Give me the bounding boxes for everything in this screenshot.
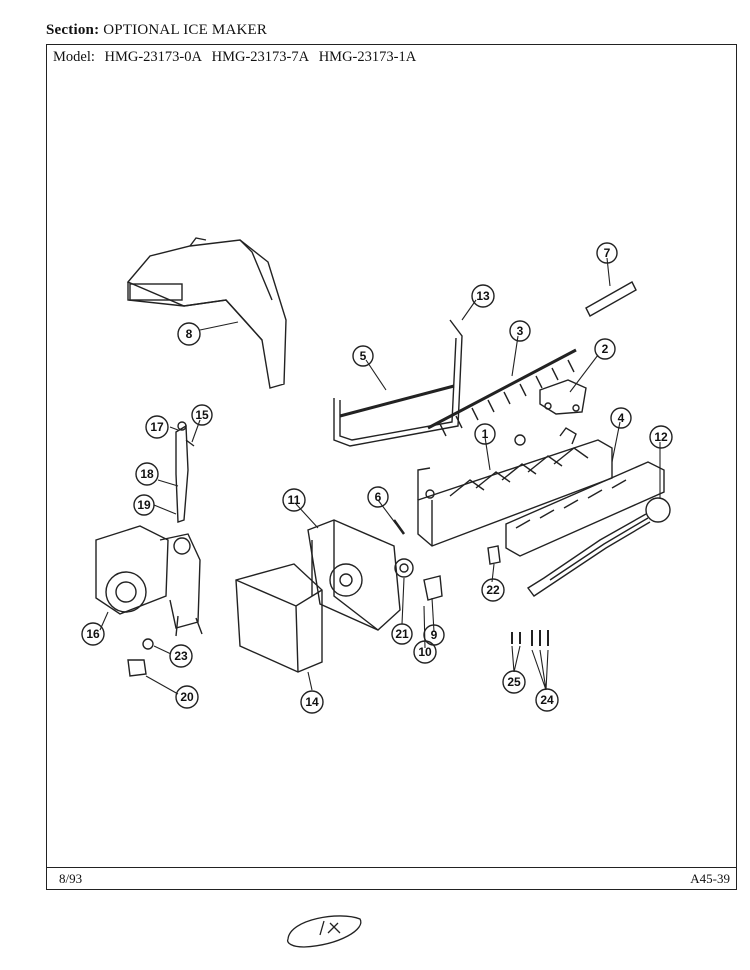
part-ejector-blade xyxy=(427,348,577,437)
part-shutoff-arm xyxy=(333,319,463,447)
callout-24: 24 xyxy=(540,693,554,707)
callout-circle-18 xyxy=(135,462,159,486)
callout-circle-20 xyxy=(175,685,199,709)
callout-19: 19 xyxy=(137,498,151,512)
part-switch xyxy=(423,575,443,601)
callout-10: 10 xyxy=(418,645,432,659)
callout-14: 14 xyxy=(305,695,319,709)
part-clip-22 xyxy=(487,545,501,565)
part-motor xyxy=(394,558,414,578)
section-value: OPTIONAL ICE MAKER xyxy=(103,22,268,38)
revision-date: 8/93 xyxy=(59,871,83,886)
callout-circle-24 xyxy=(535,688,559,712)
model-number-1: HMG-23173-0A xyxy=(104,49,202,65)
part-fill-tube xyxy=(585,281,637,317)
callout-circle-17 xyxy=(145,415,169,439)
part-nut xyxy=(142,638,154,650)
callout-22: 22 xyxy=(486,583,500,597)
callout-circle-5 xyxy=(352,345,374,367)
diagram-frame: Model: HMG-23173-0A HMG-23173-7A HMG-231… xyxy=(46,44,737,890)
model-number-3: HMG-23173-1A xyxy=(318,49,417,65)
callout-circle-14 xyxy=(300,690,324,714)
part-bin-support xyxy=(505,461,665,557)
part-thermostat xyxy=(539,379,587,415)
part-control-housing xyxy=(307,519,401,631)
callout-6: 6 xyxy=(375,490,382,504)
page-code: A45-39 xyxy=(690,871,730,886)
callout-circle-19 xyxy=(133,494,155,516)
part-heater xyxy=(339,384,455,418)
callout-markers xyxy=(81,242,673,714)
callout-13: 13 xyxy=(476,289,490,303)
part-screws xyxy=(511,630,549,646)
callout-numbers: 1 2 3 4 5 6 7 8 9 10 11 12 13 14 15 16 1… xyxy=(86,246,668,709)
callout-1: 1 xyxy=(482,427,489,441)
section-label: Section: xyxy=(46,22,100,38)
part-fill-chute xyxy=(126,237,287,389)
callout-7: 7 xyxy=(604,246,611,260)
callout-15: 15 xyxy=(195,408,209,422)
callout-21: 21 xyxy=(395,627,409,641)
callout-2: 2 xyxy=(602,342,609,356)
handwritten-mark xyxy=(286,915,362,948)
exploded-parts-diagram: 1 2 3 4 5 6 7 8 9 10 11 12 13 14 15 16 1… xyxy=(81,237,673,714)
callout-circle-16 xyxy=(81,622,105,646)
part-cover xyxy=(235,563,323,673)
callout-circle-4 xyxy=(610,407,632,429)
callout-18: 18 xyxy=(140,467,154,481)
model-line: Model: HMG-23173-0A HMG-23173-7A HMG-231… xyxy=(53,49,422,66)
callout-circle-8 xyxy=(177,322,201,346)
callout-3: 3 xyxy=(517,324,524,338)
callout-25: 25 xyxy=(507,675,521,689)
callout-12: 12 xyxy=(654,430,668,444)
callout-circle-6 xyxy=(367,486,389,508)
callout-circle-23 xyxy=(169,644,193,668)
model-number-2: HMG-23173-7A xyxy=(211,49,310,65)
callout-23: 23 xyxy=(174,649,188,663)
part-supply-line xyxy=(175,421,195,523)
callout-4: 4 xyxy=(618,411,625,425)
footer-rule xyxy=(47,867,736,868)
part-screw-6 xyxy=(392,519,406,535)
callout-circle-12 xyxy=(649,425,673,449)
model-label: Model: xyxy=(53,49,95,65)
section-heading: Section: OPTIONAL ICE MAKER xyxy=(46,22,267,39)
callout-20: 20 xyxy=(180,690,194,704)
callout-8: 8 xyxy=(186,327,193,341)
part-wire-harness xyxy=(526,497,671,597)
callout-16: 16 xyxy=(86,627,100,641)
callout-17: 17 xyxy=(150,420,164,434)
callout-circle-1 xyxy=(474,423,496,445)
callout-circle-22 xyxy=(481,578,505,602)
callout-circle-25 xyxy=(502,670,526,694)
part-water-valve xyxy=(95,525,203,637)
callout-9: 9 xyxy=(431,628,438,642)
callout-circle-13 xyxy=(471,284,495,308)
callout-circle-10 xyxy=(413,640,437,664)
callout-circle-21 xyxy=(391,623,413,645)
callout-circle-3 xyxy=(509,320,531,342)
callout-5: 5 xyxy=(360,349,367,363)
callout-circle-7 xyxy=(596,242,618,264)
part-fitting xyxy=(127,659,147,677)
callout-circle-15 xyxy=(191,404,213,426)
callout-circle-2 xyxy=(594,338,616,360)
callout-circle-11 xyxy=(282,488,306,512)
callout-11: 11 xyxy=(288,493,301,507)
